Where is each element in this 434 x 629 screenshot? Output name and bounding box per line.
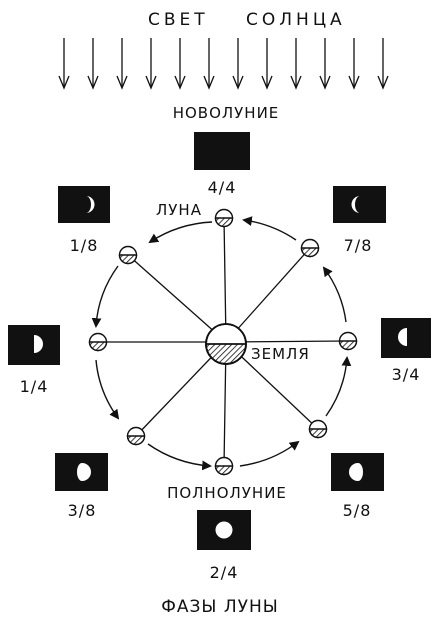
orbit-moon — [214, 456, 234, 476]
sunlight-ray — [348, 38, 360, 90]
sunlight-ray — [116, 38, 128, 90]
sunlight-ray — [377, 38, 389, 90]
phase-fraction-1-4: 1/4 — [20, 377, 49, 396]
orbit-moon — [300, 238, 320, 258]
orbit-arc — [242, 216, 297, 241]
orbit-moon — [126, 426, 146, 446]
phase-4-4: 4/4 — [194, 132, 250, 197]
phase-2-4: 2/4 — [197, 510, 251, 582]
sunlight-label-1: СВЕТ — [148, 10, 209, 30]
full-moon-label: ПОЛНОЛУНИЕ — [167, 484, 287, 502]
sunlight-ray — [87, 38, 99, 90]
sunlight-rays — [58, 38, 389, 90]
phase-box-1-8 — [58, 186, 110, 223]
sunlight-label-2: СОЛНЦА — [246, 10, 346, 30]
phase-fraction-7-8: 7/8 — [344, 236, 373, 255]
orbit-moon — [118, 245, 138, 265]
moon-quarter-3-4 — [398, 328, 407, 346]
phase-1-8: 1/8 — [58, 186, 110, 255]
phase-fraction-3-4: 3/4 — [392, 365, 421, 384]
sunlight-ray — [58, 38, 70, 90]
moon-crescent-7-8 — [351, 196, 360, 213]
orbit-arc — [95, 359, 120, 420]
orbit-moon — [214, 208, 234, 228]
sunlight-ray — [203, 38, 215, 90]
new-moon-label: НОВОЛУНИЕ — [173, 104, 280, 122]
phase-7-8: 7/8 — [333, 186, 386, 255]
moon-full-2-4 — [215, 521, 233, 539]
orbit-arrows — [91, 216, 352, 471]
orbit-moon — [308, 419, 328, 439]
orbit-arc — [325, 356, 352, 417]
orbit-arc — [148, 221, 213, 244]
earth-label: ЗЕМЛЯ — [251, 345, 310, 363]
phase-fraction-5-8: 5/8 — [343, 501, 372, 520]
earth — [205, 323, 247, 365]
phase-fraction-1-8: 1/8 — [70, 236, 99, 255]
phase-3-8: 3/8 — [55, 453, 108, 520]
moon-quarter-1-4 — [34, 335, 43, 353]
orbit-arc — [322, 266, 347, 323]
moon-gibbous-5-8 — [349, 463, 363, 481]
moon-crescent-1-8 — [86, 196, 95, 213]
diagram-title: ФАЗЫ ЛУНЫ — [161, 597, 279, 617]
orbit-arc — [239, 440, 300, 467]
sunlight-ray — [232, 38, 244, 90]
phase-fraction-3-8: 3/8 — [68, 501, 97, 520]
orbit-moon — [338, 331, 358, 351]
sunlight-ray — [261, 38, 273, 90]
orbit-moons — [88, 208, 358, 476]
phase-5-8: 5/8 — [331, 453, 384, 520]
phase-fraction-4-4: 4/4 — [208, 178, 237, 197]
phase-fraction-2-4: 2/4 — [210, 563, 239, 582]
sunlight-ray — [290, 38, 302, 90]
orbit-arc — [147, 443, 212, 471]
phase-box-4-4 — [194, 132, 250, 170]
sunlight-ray — [319, 38, 331, 90]
sunlight-ray — [145, 38, 157, 90]
orbit-moon — [88, 332, 108, 352]
orbit-arc — [91, 265, 119, 328]
phase-3-4: 3/4 — [381, 318, 431, 384]
moon-label: ЛУНА — [156, 201, 202, 219]
phase-1-4: 1/4 — [8, 325, 60, 396]
moon-gibbous-3-8 — [77, 463, 91, 481]
sunlight-ray — [174, 38, 186, 90]
phase-box-7-8 — [333, 186, 386, 223]
